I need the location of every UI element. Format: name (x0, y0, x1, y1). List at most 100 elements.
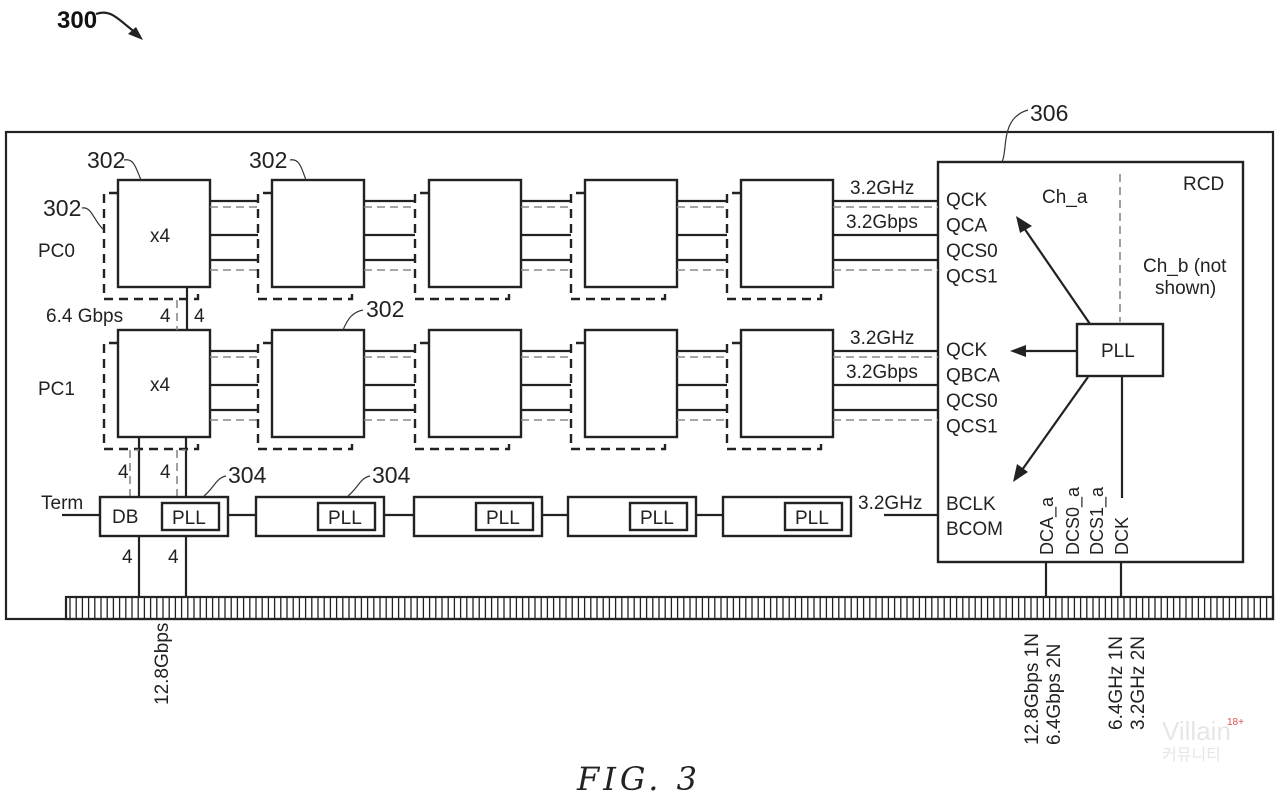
qca-rate-label: 3.2Gbps (846, 212, 918, 233)
ref-302-label-c: 302 (249, 147, 287, 173)
bit-width-label-5: 4 (122, 547, 133, 568)
figure-caption: FIG. 3 (576, 760, 701, 797)
ref-302-label-a: 302 (87, 147, 125, 173)
ref-302-leader-a (123, 159, 142, 181)
arrowhead-down-icon (1013, 464, 1028, 482)
dram-chip-backside (413, 341, 511, 451)
reference-arrowhead-icon (128, 27, 143, 40)
bcom-label: BCOM (946, 519, 1003, 540)
dcs0-a-label: DCS0_a (1063, 486, 1084, 555)
bit-width-label-3: 4 (118, 462, 129, 483)
rcd-signal-label: QCS1 (946, 267, 998, 288)
ref-302-leader-b (81, 207, 105, 231)
dram-chip-box (583, 328, 679, 439)
pc1-chip-x4-label: x4 (150, 375, 171, 396)
data-buffer-pll-box (474, 501, 535, 532)
dram-chip-backside (725, 191, 823, 301)
data-buffer: PLL (254, 495, 414, 538)
ck-edge-rate-line2: 3.2GHz 2N (1128, 636, 1149, 730)
dram-chip (413, 178, 571, 301)
ref-304-leader-a (203, 475, 227, 497)
data-buffer-pll-label: PLL (795, 508, 829, 529)
dram-chip-backside (413, 191, 511, 301)
qck-rate-label: 3.2GHz (850, 328, 914, 349)
rcd-signal-label: QCS0 (946, 391, 998, 412)
bit-width-label-6: 4 (168, 547, 179, 568)
rcd-signal-label: QCS1 (946, 417, 998, 438)
ref-302-leader-c (289, 159, 307, 181)
dram-chip (725, 178, 938, 301)
dram-chip (413, 328, 571, 451)
dram-chip (256, 178, 415, 301)
rank-link-rate: 6.4 Gbps (46, 306, 123, 327)
data-buffer-pll-label: PLL (328, 508, 362, 529)
data-buffer: PLL (412, 495, 568, 538)
dram-chip (102, 178, 258, 301)
dcs1-a-label: DCS1_a (1087, 486, 1108, 555)
db-label: DB (112, 507, 138, 528)
dram-chip-backside (102, 341, 200, 451)
bit-width-label-4: 4 (160, 462, 171, 483)
channel-b-label-line1: Ch_b (not (1143, 256, 1227, 277)
ca-edge-rate-line2: 6.4Gbps 2N (1044, 644, 1065, 745)
ck-edge-rate-line1: 6.4GHz 1N (1106, 636, 1127, 730)
rcd-title: RCD (1183, 174, 1224, 195)
watermark-brand: Villain (1162, 716, 1231, 746)
data-buffer: PLL (721, 495, 853, 538)
bclk-rate-label: 3.2GHz (858, 493, 922, 514)
rcd-signal-label: QCA (946, 216, 988, 237)
dram-chip-backside (569, 191, 667, 301)
pc0-chip-x4-label: x4 (150, 226, 171, 247)
ref-302-label-d: 302 (366, 296, 404, 322)
dck-label: DCK (1112, 517, 1132, 555)
edge-connector (64, 595, 1275, 621)
pc1-db-dashed-2 (176, 449, 186, 497)
dram-chip-backside (569, 341, 667, 451)
ref-304-label-a: 304 (228, 462, 267, 488)
dram-chip-box (116, 328, 212, 439)
ref-304-label-b: 304 (372, 462, 411, 488)
channel-b-label-line2: shown) (1155, 278, 1216, 299)
data-buffer-pll-box (316, 501, 377, 532)
dram-chip (256, 328, 415, 451)
dram-chip-backside (725, 341, 823, 451)
ref-304-leader-b (347, 475, 371, 497)
rank-pc1-label: PC1 (38, 379, 75, 400)
reference-number-300: 300 (57, 7, 97, 34)
dram-chip-box (116, 178, 212, 289)
data-buffer-pll-box (160, 501, 221, 532)
rcd-pll-label: PLL (1101, 341, 1135, 362)
rcd-signal-label: QBCA (946, 366, 1000, 387)
dram-chip (569, 178, 727, 301)
ref-306-label: 306 (1030, 100, 1068, 126)
data-buffer-pll-label: PLL (640, 508, 674, 529)
connector-outline (64, 595, 1275, 621)
dram-chip-box (739, 178, 835, 289)
bit-width-label-1: 4 (160, 306, 171, 327)
dram-chip-backside (102, 191, 200, 301)
rcd-signal-label: QCK (946, 190, 988, 211)
dram-chip-backside (256, 191, 354, 301)
rcd-signal-label: QCS0 (946, 241, 998, 262)
pll-to-bclk-arrow (1021, 376, 1089, 471)
dram-chip-box (739, 328, 835, 439)
dram-chip-box (427, 178, 523, 289)
data-buffer-pll-box (783, 501, 844, 532)
pll-to-top-arrow (1023, 227, 1091, 325)
bclk-label: BCLK (946, 494, 996, 515)
dram-chip (569, 328, 727, 451)
rcd-block: RCD Ch_a Ch_b (not shown) PLL QCKQCAQCS0… (936, 160, 1245, 598)
qck-rate-label: 3.2GHz (850, 178, 914, 199)
arrowhead-left-icon (1010, 345, 1026, 357)
dram-chip-backside (256, 341, 354, 451)
ref-302-leader-d (342, 309, 364, 331)
rcd-signal-label: QCK (946, 340, 988, 361)
dca-a-label: DCA_a (1037, 496, 1058, 555)
dram-chip-box (427, 328, 523, 439)
ref-302-label-b: 302 (43, 195, 81, 221)
